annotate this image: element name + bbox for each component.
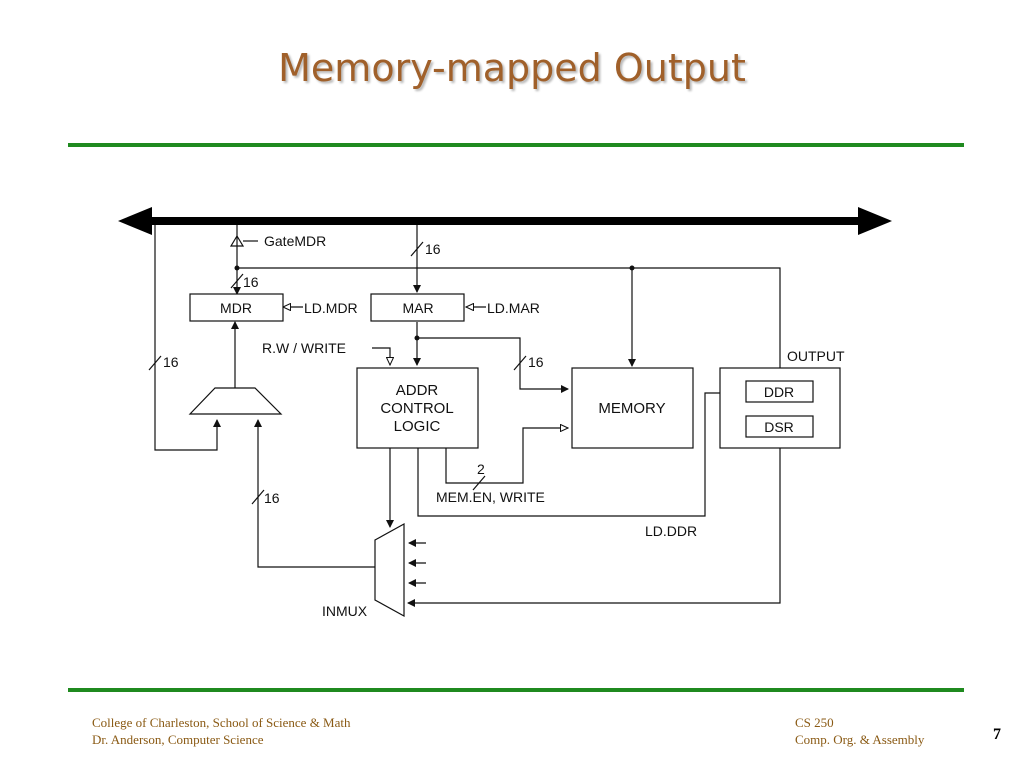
footer-college: College of Charleston, School of Science… [92, 715, 351, 730]
rw-prefix: R.W / [262, 340, 301, 356]
footer-right: CS 250 Comp. Org. & Assembly [795, 714, 924, 748]
enable-width-label: 2 [477, 461, 485, 477]
inmux-width-label: 16 [264, 490, 280, 506]
mem-en-line [445, 428, 568, 484]
mdr-register [189, 293, 284, 322]
memory-block [571, 367, 694, 449]
inmux [374, 522, 405, 618]
addr-line2: CONTROL [380, 400, 453, 417]
dsr-register [745, 415, 814, 438]
mdr-mux [188, 387, 283, 415]
footer-course-name: Comp. Org. & Assembly [795, 732, 925, 747]
mem-en-write: WRITE [500, 489, 545, 505]
ld-ddr-label: LD.DDR [645, 523, 697, 539]
footer-left: College of Charleston, School of Science… [92, 714, 351, 748]
bus-to-mdr-mux [154, 225, 221, 451]
ld-mar-label: LD.MAR [487, 300, 540, 316]
gatemdr-label: GateMDR [264, 233, 326, 249]
bottom-divider [68, 688, 964, 692]
system-bus [118, 207, 892, 235]
page-number: 7 [993, 726, 1001, 743]
memory-label: MEMORY [598, 400, 665, 417]
mar-register [370, 293, 465, 322]
slide-title: Memory-mapped Output [278, 46, 746, 90]
output-label: OUTPUT [787, 348, 845, 364]
addr-line3: LOGIC [394, 418, 441, 435]
inmux-label: INMUX [322, 603, 368, 619]
footer-instructor: Dr. Anderson, Computer Science [92, 732, 264, 747]
mem-en-label: MEM.EN, WRITE [436, 489, 545, 505]
addr-line1: ADDR [396, 382, 439, 399]
dsr-to-inmux [407, 438, 781, 607]
mem-en-prefix: MEM.EN, [436, 489, 500, 505]
inmux-to-mdr-mux [254, 419, 375, 568]
memory-width-label: 16 [528, 354, 544, 370]
top-divider [68, 143, 964, 147]
ddr-label: DDR [764, 384, 794, 400]
dsr-label: DSR [764, 419, 794, 435]
mdr-label: MDR [220, 300, 252, 316]
addr-control-logic [356, 367, 479, 449]
rw-write: WRITE [301, 340, 346, 356]
bus-width-label: 16 [425, 241, 441, 257]
mdr-to-output-line [236, 246, 784, 388]
footer-course: CS 250 [795, 715, 834, 730]
ddr-register [745, 380, 814, 403]
rw-label: R.W / WRITE [262, 340, 346, 356]
mar-label: MAR [402, 300, 433, 316]
left-width-label: 16 [163, 354, 179, 370]
mdr-width-label: 16 [243, 274, 259, 290]
ld-mdr-label: LD.MDR [304, 300, 358, 316]
ld-ddr-line [417, 393, 743, 517]
